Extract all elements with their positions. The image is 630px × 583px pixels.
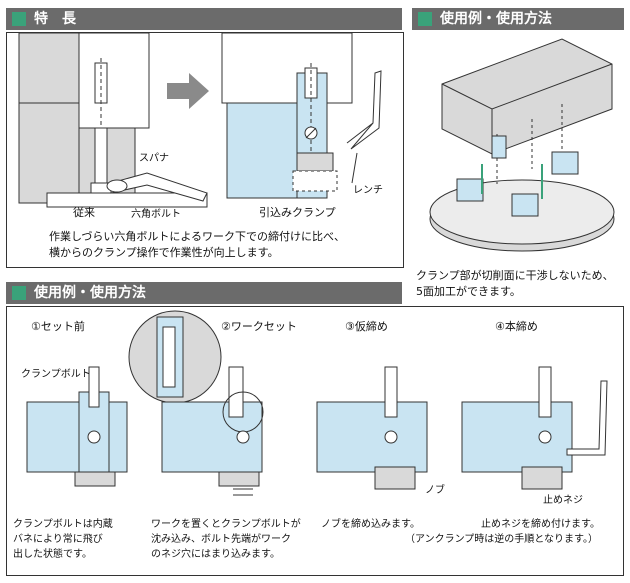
step1-desc-line2: バネにより常に飛び (13, 534, 103, 545)
header-mark-icon (418, 12, 432, 26)
usage-header: 使用例・使用方法 (6, 282, 402, 304)
step4-figure (461, 366, 608, 490)
label-spanner: スパナ (139, 153, 169, 164)
step3-desc-line1: ノブを締め込みます。 (321, 519, 420, 530)
step2-desc-line3: のネジ穴にはまり込みます。 (151, 549, 280, 560)
usage-illustration (26, 310, 608, 496)
step2-desc-line2: 沈み込み、ボルト先端がワーク (151, 534, 291, 545)
step1-desc-line3: 出した状態です。 (13, 549, 92, 560)
step3-title: ③仮締め (345, 320, 388, 333)
step4-desc-line2: （アンクランプ時は逆の手順となります。） (405, 534, 598, 545)
example-caption-line1: クランプ部が切削面に干渉しないため、 (416, 269, 614, 282)
step1-callout: クランプボルト (21, 369, 91, 380)
header-mark-icon (12, 286, 26, 300)
label-before: 従来 (73, 206, 95, 219)
label-hex-bolt: 六角ボルト (131, 209, 181, 220)
header-mark-icon (12, 12, 26, 26)
step2-desc-line1: ワークを置くとクランプボルトが (151, 519, 301, 530)
step4-callout: 止めネジ (543, 495, 583, 506)
step1-desc-line1: クランプボルトは内蔵 (13, 519, 113, 530)
usage-panel: ①セット前 クランプボルト クランプボルトは内蔵 バネにより常に飛び 出した状態… (6, 306, 624, 576)
transition-arrow-icon (167, 73, 209, 109)
usage-header-title: 使用例・使用方法 (34, 285, 146, 301)
fixture-illustration (429, 38, 615, 252)
example-top-header-title: 使用例・使用方法 (440, 11, 552, 27)
example-top-header: 使用例・使用方法 (412, 8, 624, 30)
step1-title: ①セット前 (31, 320, 85, 333)
step3-callout: ノブ (425, 485, 445, 496)
pullin-clamp-figure (221, 33, 382, 199)
label-wrench: レンチ (353, 185, 383, 196)
step2-figure (128, 310, 264, 496)
example-caption-line2: 5面加工ができます。 (416, 285, 521, 298)
features-desc-line2: 横からのクランプ操作で作業性が向上します。 (49, 246, 279, 259)
features-panel: スパナ 従来 六角ボルト レンチ 引込みクランプ 作業しづらい六角ボルトによるワ… (6, 32, 404, 268)
label-after: 引込みクランプ (259, 206, 336, 219)
step1-figure (26, 366, 128, 487)
step4-desc-line1: 止めネジを締め付けます。 (481, 519, 600, 530)
step2-title: ②ワークセット (221, 320, 297, 333)
features-illustration (18, 33, 382, 208)
step4-title: ④本締め (495, 320, 538, 333)
features-header: 特 長 (6, 8, 402, 30)
features-header-title: 特 長 (34, 11, 76, 27)
step3-figure (316, 366, 428, 490)
features-desc-line1: 作業しづらい六角ボルトによるワーク下での締付けに比べ、 (49, 230, 346, 243)
conventional-figure (18, 33, 208, 208)
